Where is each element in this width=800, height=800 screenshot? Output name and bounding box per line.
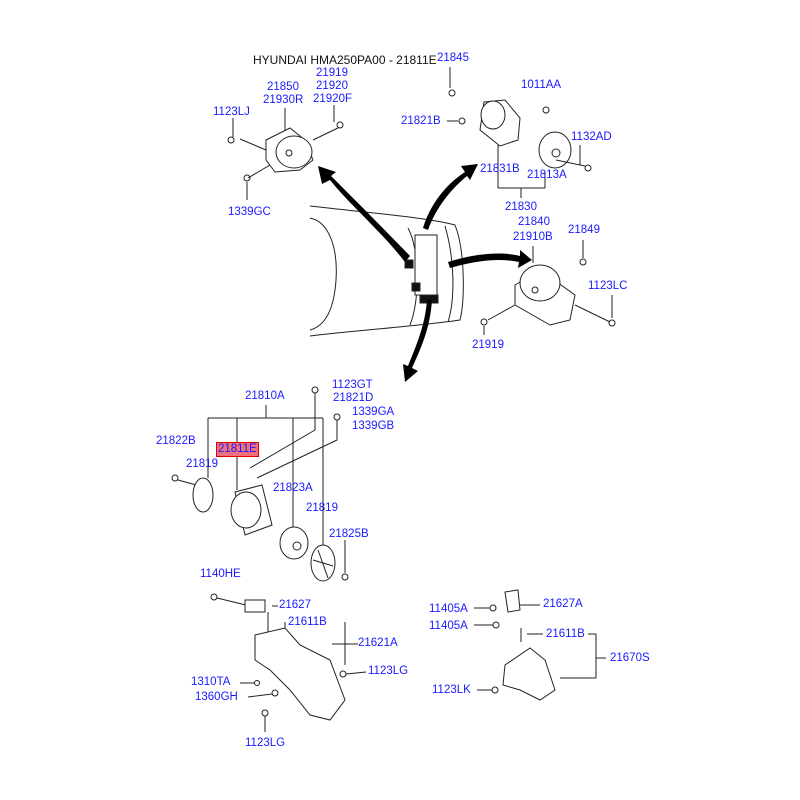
part-label-1123GT[interactable]: 1123GT: [332, 379, 373, 391]
part-label-21919[interactable]: 21919: [316, 67, 348, 79]
part-label-1140HE[interactable]: 1140HE: [200, 568, 241, 580]
part-label-21621A[interactable]: 21621A: [358, 637, 398, 649]
part-label-1132AD[interactable]: 1132AD: [571, 131, 612, 143]
part-label-1360GH[interactable]: 1360GH: [195, 691, 238, 703]
part-label-21845[interactable]: 21845: [437, 52, 469, 64]
bracket-21670S: [474, 589, 606, 701]
part-label-21849[interactable]: 21849: [568, 224, 600, 236]
part-label-21920[interactable]: 21920: [316, 80, 348, 92]
part-label-21830[interactable]: 21830: [505, 201, 537, 213]
part-label-21627A[interactable]: 21627A: [543, 598, 583, 610]
part-label-21910B[interactable]: 21910B: [513, 231, 553, 243]
part-label-21919[interactable]: 21919: [472, 339, 504, 351]
part-label-21831B[interactable]: 21831B: [480, 163, 520, 175]
part-label-21823A[interactable]: 21823A: [273, 482, 313, 494]
part-label-21930R[interactable]: 21930R: [263, 94, 304, 106]
part-label-1123LG[interactable]: 1123LG: [245, 737, 286, 749]
part-label-1339GA[interactable]: 1339GA: [352, 406, 395, 418]
mount-21810A: [171, 386, 349, 582]
bracket-21621A: [210, 593, 367, 732]
part-label-21611B[interactable]: 21611B: [546, 628, 585, 640]
part-label-1011AA[interactable]: 1011AA: [521, 79, 562, 91]
diagram-title: HYUNDAI HMA250PA00 - 21811E: [253, 53, 437, 67]
part-label-1123LC[interactable]: 1123LC: [588, 280, 628, 292]
vehicle-body-outline: [309, 205, 464, 337]
part-label-1123LJ[interactable]: 1123LJ: [213, 106, 250, 118]
part-label-11405A[interactable]: 11405A: [429, 620, 468, 632]
part-label-1339GB[interactable]: 1339GB: [352, 420, 395, 432]
part-label-1310TA[interactable]: 1310TA: [191, 676, 231, 688]
part-label-21611B[interactable]: 21611B: [288, 616, 327, 628]
part-label-21811E-highlighted[interactable]: 21811E: [216, 442, 259, 457]
mount-21840: [480, 240, 616, 335]
part-label-1123LG[interactable]: 1123LG: [368, 665, 409, 677]
part-label-11405A[interactable]: 11405A: [429, 603, 468, 615]
part-label-21850[interactable]: 21850: [267, 81, 299, 93]
part-label-21813A[interactable]: 21813A: [527, 169, 567, 181]
part-label-21840[interactable]: 21840: [518, 216, 550, 228]
part-label-21821B[interactable]: 21821B: [401, 115, 441, 127]
part-label-21821D[interactable]: 21821D: [333, 392, 374, 404]
mount-21830: [447, 67, 592, 198]
part-label-21819[interactable]: 21819: [186, 458, 218, 470]
part-label-21822B[interactable]: 21822B: [156, 435, 196, 447]
part-label-21627[interactable]: 21627: [279, 599, 311, 611]
part-label-1339GC[interactable]: 1339GC: [228, 206, 271, 218]
part-label-1123LK[interactable]: 1123LK: [432, 684, 471, 696]
part-label-21920F[interactable]: 21920F: [313, 93, 353, 105]
part-label-21825B[interactable]: 21825B: [329, 528, 369, 540]
part-label-21810A[interactable]: 21810A: [245, 390, 285, 402]
arrows: [318, 164, 532, 382]
mount-21850: [227, 105, 344, 200]
part-label-21819[interactable]: 21819: [306, 502, 338, 514]
part-label-21670S[interactable]: 21670S: [610, 652, 650, 664]
